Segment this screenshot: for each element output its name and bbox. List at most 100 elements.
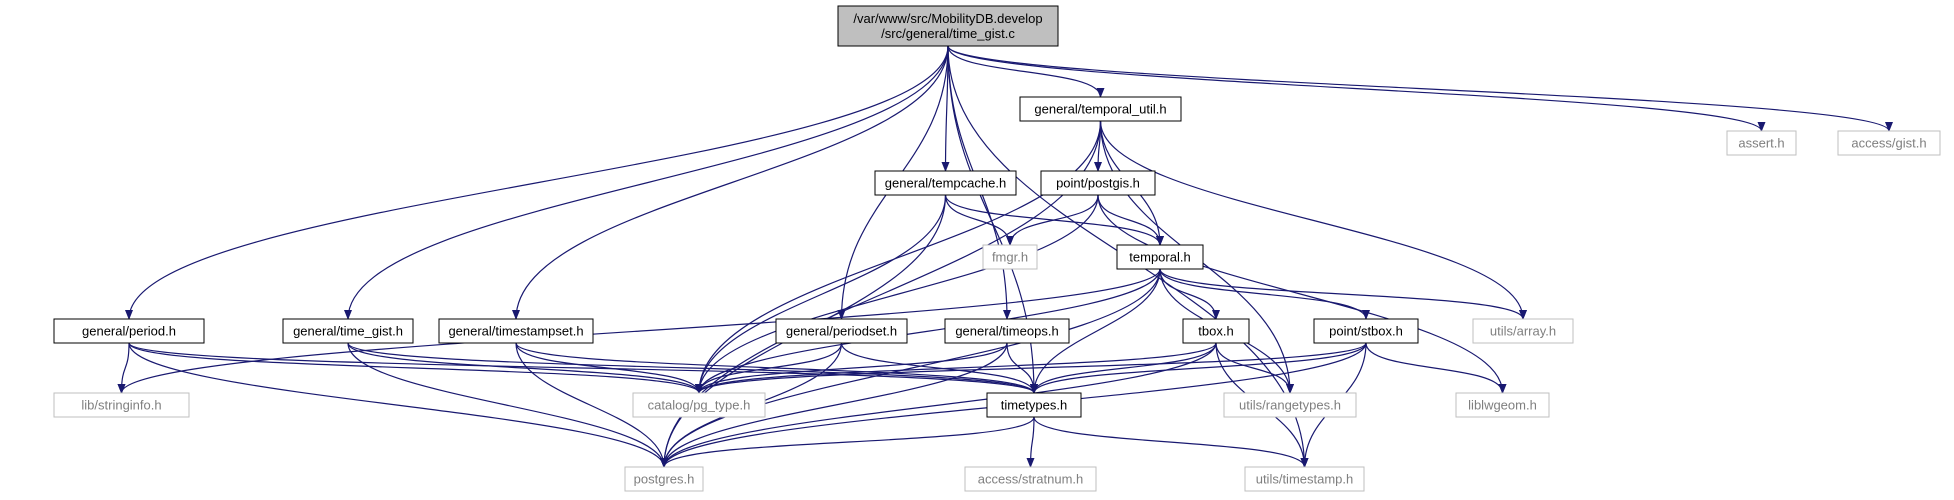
node-box <box>1019 96 1182 122</box>
node-box <box>874 170 1017 196</box>
node-label: general/time_gist.h <box>293 324 403 339</box>
node-label: general/timestampset.h <box>448 324 583 339</box>
node-label: tbox.h <box>1198 324 1233 339</box>
edge-root-to-timestampset <box>512 45 949 320</box>
edge-root-to-gist <box>947 45 1893 132</box>
edge-stbox-to-pg_type <box>695 342 1367 394</box>
edge-temporal_util-to-utils_array <box>1099 120 1527 320</box>
node-box <box>1455 392 1550 418</box>
node-box <box>1182 318 1250 344</box>
edge-temporal-to-pg_type <box>695 268 1161 394</box>
edge-tempcache-to-fmgr <box>944 194 1014 246</box>
node-timestamp: utils/timestamp.h <box>1244 466 1365 492</box>
node-label: general/temporal_util.h <box>1034 102 1166 117</box>
node-periodset[interactable]: general/periodset.h <box>775 318 908 344</box>
node-assert: assert.h <box>1726 130 1797 156</box>
node-label: /src/general/time_gist.c <box>881 26 1015 41</box>
node-box <box>837 5 1059 47</box>
node-box <box>53 392 190 418</box>
edge-root-to-time_gist_h <box>344 45 949 320</box>
node-timestampset[interactable]: general/timestampset.h <box>438 318 594 344</box>
node-tbox[interactable]: tbox.h <box>1182 318 1250 344</box>
node-rangetypes: utils/rangetypes.h <box>1223 392 1357 418</box>
edge-root-to-period <box>125 45 949 320</box>
node-box <box>624 466 704 492</box>
edge-time_gist_h-to-timetypes <box>347 342 1038 394</box>
node-box <box>944 318 1070 344</box>
node-label: general/periodset.h <box>786 324 897 339</box>
node-layer: /var/www/src/MobilityDB.develop/src/gene… <box>53 5 1941 492</box>
node-box <box>632 392 766 418</box>
node-label: general/timeops.h <box>955 324 1058 339</box>
edge-stbox-to-liblwgeom <box>1365 342 1507 394</box>
node-period[interactable]: general/period.h <box>53 318 205 344</box>
edge-tbox-to-postgres <box>660 342 1217 468</box>
edge-period-to-postgres <box>128 342 668 468</box>
edge-postgis-to-fmgr <box>1006 194 1099 246</box>
node-pg-type: catalog/pg_type.h <box>632 392 766 418</box>
node-time-gist-h[interactable]: general/time_gist.h <box>282 318 414 344</box>
node-temporal-util[interactable]: general/temporal_util.h <box>1019 96 1182 122</box>
node-label: liblwgeom.h <box>1468 398 1537 413</box>
edge-timetypes-to-timestamp <box>1033 416 1309 468</box>
edge-tbox-to-pg_type <box>695 342 1217 394</box>
edge-temporal-to-postgres <box>660 268 1161 468</box>
edge-timestampset-to-pg_type <box>515 342 703 394</box>
edge-temporal_util-to-pg_type <box>695 120 1102 394</box>
node-label: point/postgis.h <box>1056 176 1140 191</box>
edge-period-to-stringinfo <box>117 342 130 394</box>
node-label: general/period.h <box>82 324 176 339</box>
node-utils-array: utils/array.h <box>1472 318 1574 344</box>
edge-postgis-to-liblwgeom <box>1097 194 1507 394</box>
edge-root-to-assert <box>947 45 1766 132</box>
node-gist: access/gist.h <box>1837 130 1941 156</box>
node-stbox[interactable]: point/stbox.h <box>1313 318 1419 344</box>
edge-temporal-to-utils_array <box>1159 268 1527 320</box>
node-label: /var/www/src/MobilityDB.develop <box>853 11 1042 26</box>
node-liblwgeom: liblwgeom.h <box>1455 392 1550 418</box>
node-box <box>282 318 414 344</box>
edge-tbox-to-rangetypes <box>1215 342 1294 394</box>
node-stringinfo: lib/stringinfo.h <box>53 392 190 418</box>
node-box <box>438 318 594 344</box>
edge-tempcache-to-pg_type <box>695 194 947 394</box>
node-label: catalog/pg_type.h <box>648 398 751 413</box>
node-label: general/tempcache.h <box>885 176 1006 191</box>
node-label: point/stbox.h <box>1329 324 1403 339</box>
edge-periodset-to-pg_type <box>695 342 843 394</box>
node-box <box>53 318 205 344</box>
node-label: utils/array.h <box>1490 324 1556 339</box>
edge-periodset-to-timetypes <box>840 342 1038 394</box>
node-label: assert.h <box>1738 136 1784 151</box>
edge-timeops-to-postgres <box>660 342 1008 468</box>
edge-postgis-to-pg_type <box>695 194 1099 394</box>
node-box <box>1040 170 1156 196</box>
node-box <box>1116 244 1204 270</box>
node-box <box>1726 130 1797 156</box>
edge-time_gist_h-to-postgres <box>347 342 668 468</box>
node-box <box>964 466 1097 492</box>
edge-timeops-to-pg_type <box>695 342 1008 394</box>
node-label: lib/stringinfo.h <box>81 398 161 413</box>
node-box <box>1244 466 1365 492</box>
edge-timetypes-to-stratnum <box>1026 416 1035 468</box>
edge-timestampset-to-postgres <box>515 342 668 468</box>
node-box <box>1313 318 1419 344</box>
edge-timetypes-to-postgres <box>660 416 1035 468</box>
node-tempcache[interactable]: general/tempcache.h <box>874 170 1017 196</box>
edge-timestampset-to-timetypes <box>515 342 1038 394</box>
node-label: postgres.h <box>634 472 695 487</box>
node-root[interactable]: /var/www/src/MobilityDB.develop/src/gene… <box>837 5 1059 47</box>
node-box <box>986 392 1082 418</box>
node-box <box>1472 318 1574 344</box>
node-stratnum: access/stratnum.h <box>964 466 1097 492</box>
edge-time_gist_h-to-pg_type <box>347 342 703 394</box>
node-timeops[interactable]: general/timeops.h <box>944 318 1070 344</box>
node-temporal[interactable]: temporal.h <box>1116 244 1204 270</box>
node-postgis[interactable]: point/postgis.h <box>1040 170 1156 196</box>
node-box <box>775 318 908 344</box>
node-timetypes[interactable]: timetypes.h <box>986 392 1082 418</box>
node-label: fmgr.h <box>992 250 1028 265</box>
node-label: timetypes.h <box>1001 398 1067 413</box>
